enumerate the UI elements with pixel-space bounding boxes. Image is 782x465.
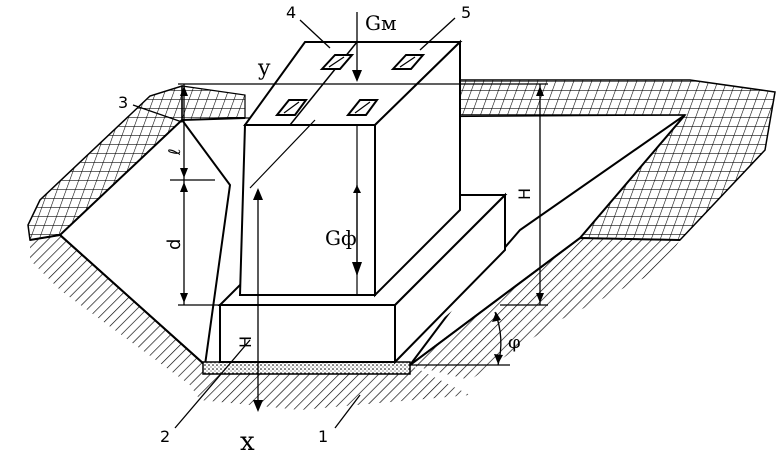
label-5: 5 (461, 3, 471, 22)
well-front-right (345, 99, 379, 116)
pit (58, 114, 686, 367)
mesh-right (459, 79, 776, 241)
label-length-l: ℓ (165, 148, 184, 156)
ground-mesh (27, 79, 776, 241)
label-depth-d: d (164, 239, 185, 250)
label-height-H-base: H (236, 336, 255, 348)
label-height-H: H (515, 188, 534, 200)
soil-hatch-icon (29, 233, 681, 410)
well-front-left (274, 99, 308, 116)
label-2: 2 (160, 427, 170, 446)
soil-right (410, 238, 680, 380)
label-1: 1 (318, 427, 328, 446)
label-4: 4 (286, 3, 296, 22)
arrowheads (180, 70, 544, 412)
label-force-top: Gм (365, 11, 397, 35)
label-axis-x: x (240, 427, 255, 457)
anchor-bolt-well-icon (274, 54, 426, 116)
label-force-weight: Gф (325, 226, 357, 250)
soil-bottom (190, 365, 470, 410)
well-back-left (319, 54, 355, 70)
well-back-right (390, 54, 426, 70)
block-side (374, 39, 461, 298)
mesh-back (181, 85, 246, 121)
label-axis-y: y (257, 56, 271, 81)
sand-bed (202, 361, 411, 375)
label-3: 3 (118, 93, 128, 112)
soil-left (30, 235, 205, 385)
label-angle-phi: φ (508, 332, 521, 353)
pit-slope-right (409, 114, 686, 366)
